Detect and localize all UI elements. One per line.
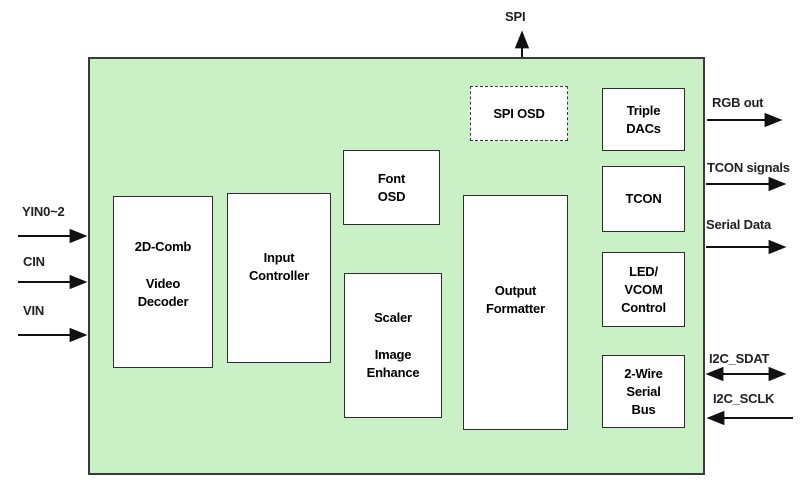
block-input-controller: Input Controller (227, 193, 331, 363)
block-label: Decoder (137, 293, 189, 309)
block-video-decoder: 2D-Comb Video Decoder (113, 196, 213, 368)
port-label-tcon-signals: TCON signals (707, 160, 790, 175)
block-triple-dacs: Triple DACs (602, 88, 685, 151)
block-label: Image (374, 347, 412, 362)
block-label: Font (377, 170, 406, 186)
block-scaler-image-enhance: Scaler Image Enhance (344, 273, 442, 418)
block-label: Enhance (366, 365, 420, 380)
block-label: OSD (377, 188, 406, 204)
block-label: Output (494, 282, 537, 298)
block-label: 2D-Comb (134, 238, 192, 254)
block-label: Input (263, 250, 295, 265)
block-label: TCON (625, 191, 662, 206)
port-label-i2c-sdat: I2C_SDAT (709, 351, 770, 366)
port-label-vin: VIN (23, 303, 45, 318)
port-label-serial-data: Serial Data (706, 217, 772, 232)
block-tcon: TCON (602, 166, 685, 232)
block-label: Formatter (486, 300, 545, 316)
block-label: SPI OSD (493, 105, 545, 121)
block-label: 2-Wire (624, 365, 663, 381)
block-label: DACs (626, 120, 661, 136)
port-label-i2c-sclk: I2C_SCLK (713, 391, 775, 406)
block-label: Video (145, 275, 181, 291)
block-label: Bus (631, 401, 656, 417)
block-label: Serial (626, 383, 661, 399)
port-label-yin0-2: YIN0~2 (22, 204, 65, 219)
port-label-spi: SPI (505, 9, 526, 24)
block-spi-osd: SPI OSD (470, 86, 568, 141)
block-label: Controller (248, 268, 310, 283)
block-label: LED/ (629, 263, 658, 279)
block-label: Scaler (374, 310, 412, 325)
block-output-formatter: Output Formatter (463, 195, 568, 430)
port-label-rgb-out: RGB out (712, 95, 764, 110)
block-label: Control (621, 299, 666, 315)
block-led-vcom-control: LED/ VCOM Control (602, 252, 685, 327)
block-two-wire-serial-bus: 2-Wire Serial Bus (602, 355, 685, 428)
block-label: VCOM (624, 281, 663, 297)
block-font-osd: Font OSD (343, 150, 440, 225)
block-label: Triple (626, 102, 661, 118)
port-label-cin: CIN (23, 254, 45, 269)
